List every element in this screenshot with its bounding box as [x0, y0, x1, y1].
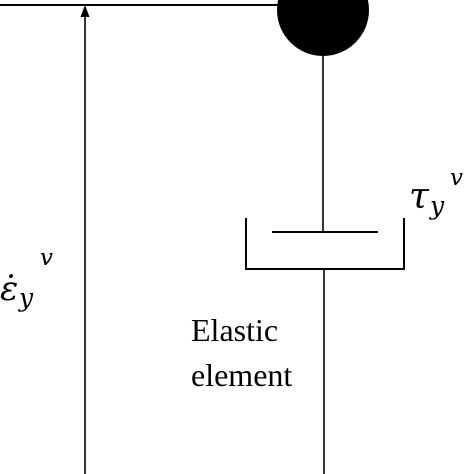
strain-rate-symbol: ε̇: [0, 269, 18, 309]
strain-rate-superscript: v: [40, 245, 53, 271]
strain-rate-subscript: y: [18, 283, 34, 312]
dashpot-cylinder: [245, 218, 405, 270]
strain-rate-arrow-head: [80, 5, 90, 17]
elastic-label-line2: element: [191, 357, 292, 393]
stress-subscript: y: [429, 191, 445, 220]
stress-superscript: v: [450, 165, 463, 191]
mass-node: [277, 0, 369, 56]
elastic-label-line1: Elastic: [191, 312, 278, 348]
stress-symbol: τ: [409, 176, 430, 217]
